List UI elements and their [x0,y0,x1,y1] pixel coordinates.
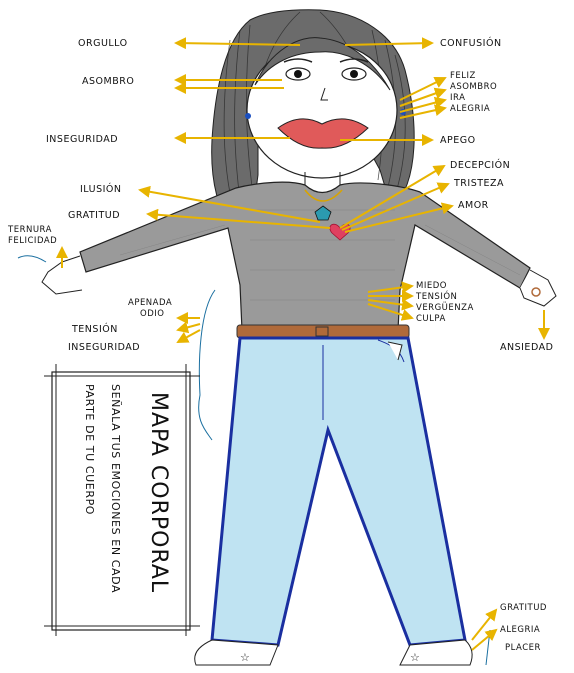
label-alegria-head: ALEGRIA [450,104,490,114]
label-odio: ODIO [140,309,164,319]
label-confusion: CONFUSIÓN [440,37,502,49]
title-mapa-corporal: MAPA CORPORAL [146,392,171,593]
label-miedo: MIEDO [416,281,447,291]
label-verguenza: VERGÜENZA [416,302,474,313]
pants [212,338,465,645]
label-gratitud-chest: GRATITUD [68,210,120,221]
left-hand-mark [18,256,46,262]
label-felicidad: FELICIDAD [8,236,57,246]
label-ansiedad: ANSIEDAD [500,342,553,353]
label-tension-stomach: TENSIÓN [415,290,457,302]
label-tension-hand: TENSIÓN [71,323,118,335]
label-asombro-right: ASOMBRO [450,82,497,92]
label-ira: IRA [450,93,465,103]
label-placer: PLACER [505,643,541,653]
label-apenada: APENADA [128,298,172,308]
label-amor: AMOR [458,200,489,211]
label-inseguridad-head: INSEGURIDAD [46,134,118,145]
left-shoe [195,640,278,665]
instruction-line-1: SEÑALA TUS EMOCIONES EN CADA [109,384,122,593]
title-box: MAPA CORPORAL SEÑALA TUS EMOCIONES EN CA… [44,364,200,636]
instruction-line-2: PARTE DE TU CUERPO [83,384,96,515]
left-eye [286,68,310,80]
left-shoe-star: ☆ [240,651,250,664]
label-culpa: CULPA [416,314,446,324]
right-eye [342,68,366,80]
left-side-line [199,290,215,440]
label-gratitud-feet: GRATITUD [500,603,547,613]
label-inseguridad-hand: INSEGURIDAD [68,342,140,353]
label-feliz: FELIZ [450,71,476,81]
right-shoe-star: ☆ [410,651,420,664]
left-earring [245,113,251,119]
label-alegria-feet: ALEGRIA [500,625,540,635]
label-tristeza: TRISTEZA [453,178,504,189]
label-ternura: TERNURA [7,225,52,235]
label-decepcion: DECEPCIÓN [450,159,510,171]
label-asombro-left: ASOMBRO [82,76,134,87]
label-orgullo: ORGULLO [78,38,128,49]
label-apego: APEGO [440,135,476,146]
label-ilusion: ILUSIÓN [80,183,122,195]
